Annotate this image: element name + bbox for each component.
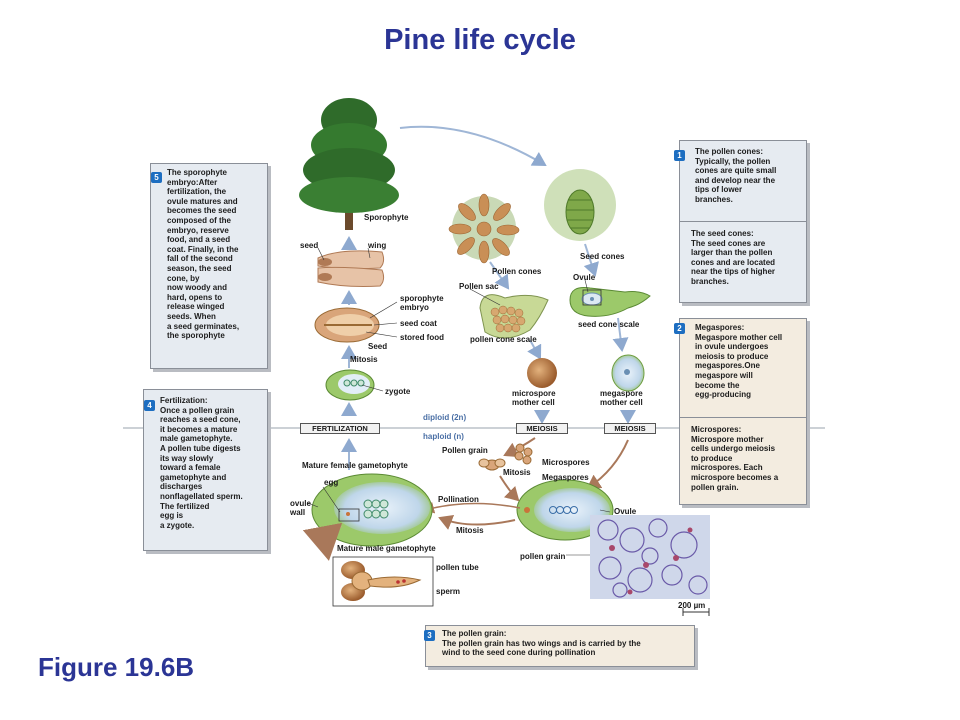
label-pollen-cone-scale: pollen cone scale	[470, 335, 537, 344]
label-seed-coat: seed coat	[400, 319, 437, 328]
label-seed-cones: Seed cones	[580, 252, 625, 261]
label-wing: wing	[368, 241, 387, 250]
page-title: Pine life cycle	[384, 24, 576, 56]
figure-label: Figure 19.6B	[38, 652, 195, 682]
label-ovule-2: Ovule	[614, 507, 637, 516]
step-4-badge: 4	[144, 400, 155, 411]
zygote-icon	[325, 369, 375, 401]
male-gametophyte-icon	[341, 561, 422, 601]
step-2-text: Megaspores: Megaspore mother cell in ovu…	[695, 323, 783, 400]
pollen-micrograph-image	[590, 515, 710, 599]
label-sporophyte: Sporophyte	[364, 213, 409, 222]
label-egg: egg	[324, 478, 339, 487]
microspore-mother-cell-icon	[527, 358, 557, 388]
label-microspore-mother-cell: microspore mother cell	[512, 389, 556, 407]
label-megaspores: Megaspores	[542, 473, 589, 482]
haploid-label: haploid (n)	[423, 432, 464, 441]
label-seed: seed	[300, 241, 319, 250]
step-1-box: 1 The pollen cones: Typically, the polle…	[674, 140, 807, 303]
step-1-badge: 1	[674, 150, 685, 161]
step-1-text: The pollen cones: Typically, the pollen …	[695, 147, 777, 204]
step-3-badge: 3	[424, 630, 435, 641]
label-mitosis-1: Mitosis	[350, 355, 378, 364]
step-3-box: 3 The pollen grain: The pollen grain has…	[424, 625, 695, 667]
step-2b-text: Microspores: Microspore mother cells und…	[691, 425, 779, 492]
step-5-badge: 5	[151, 172, 162, 183]
label-ovule-1: Ovule	[573, 273, 596, 282]
step-4-box: 4 Fertilization: Once a pollen grain rea…	[143, 389, 268, 551]
label-seed-2: Seed	[368, 342, 388, 351]
label-mitosis-3: Mitosis	[456, 526, 484, 535]
step-5-text: The sporophyte embryo:After fertilizatio…	[167, 168, 240, 341]
pine-tree-icon	[299, 98, 399, 230]
stage-meiosis-mega: MEIOSIS	[604, 423, 656, 434]
label-pollen-sac: Pollen sac	[459, 282, 499, 291]
step-1b-text: The seed cones: The seed cones are large…	[691, 229, 776, 286]
seed-embryo-icon	[314, 307, 380, 343]
label-zygote: zygote	[385, 387, 411, 396]
step-3-text: The pollen grain: The pollen grain has t…	[442, 629, 641, 658]
microspores-icon	[514, 443, 533, 465]
label-mature-female-gametophyte: Mature female gametophyte	[302, 461, 408, 470]
pollen-cone-scale-icon	[479, 294, 549, 339]
label-sperm: sperm	[436, 587, 461, 596]
label-ovule-wall: ovule wall	[290, 499, 311, 517]
seed-cone-scale-icon	[569, 287, 651, 317]
pollen-grain-icon	[478, 458, 506, 471]
label-mitosis-2: Mitosis	[503, 468, 531, 477]
megaspore-mother-cell-icon	[611, 354, 645, 392]
step-5-box: 5 The sporophyte embryo:After fertilizat…	[150, 163, 268, 369]
label-seed-cone-scale: seed cone scale	[578, 320, 640, 329]
label-pollination: Pollination	[438, 495, 479, 504]
label-pollen-cones: Pollen cones	[492, 267, 542, 276]
label-stored-food: stored food	[400, 333, 444, 342]
label-scale-bar: 200 µm	[678, 601, 706, 610]
label-pollen-grain: Pollen grain	[442, 446, 488, 455]
stage-fertilization: FERTILIZATION	[300, 423, 380, 434]
diploid-label: diploid (2n)	[423, 413, 467, 422]
winged-seed-icon	[317, 250, 385, 287]
stage-meiosis-micro: MEIOSIS	[516, 423, 568, 434]
label-pollen-tube: pollen tube	[436, 563, 479, 572]
label-mature-male-gametophyte: Mature male gametophyte	[337, 544, 436, 553]
step-2-badge: 2	[674, 323, 685, 334]
label-pollen-grain-2: pollen grain	[520, 552, 566, 561]
label-megaspore-mother-cell: megaspore mother cell	[600, 389, 643, 407]
seed-cone-icon	[544, 169, 616, 241]
step-4-text: Fertilization: Once a pollen grain reach…	[160, 396, 243, 530]
label-microspores: Microspores	[542, 458, 590, 467]
step-2-box: 2 Megaspores: Megaspore mother cell in o…	[674, 318, 807, 505]
label-sporophyte-embryo: sporophyte embryo	[400, 294, 444, 312]
pollen-cone-cluster-icon	[448, 193, 520, 264]
